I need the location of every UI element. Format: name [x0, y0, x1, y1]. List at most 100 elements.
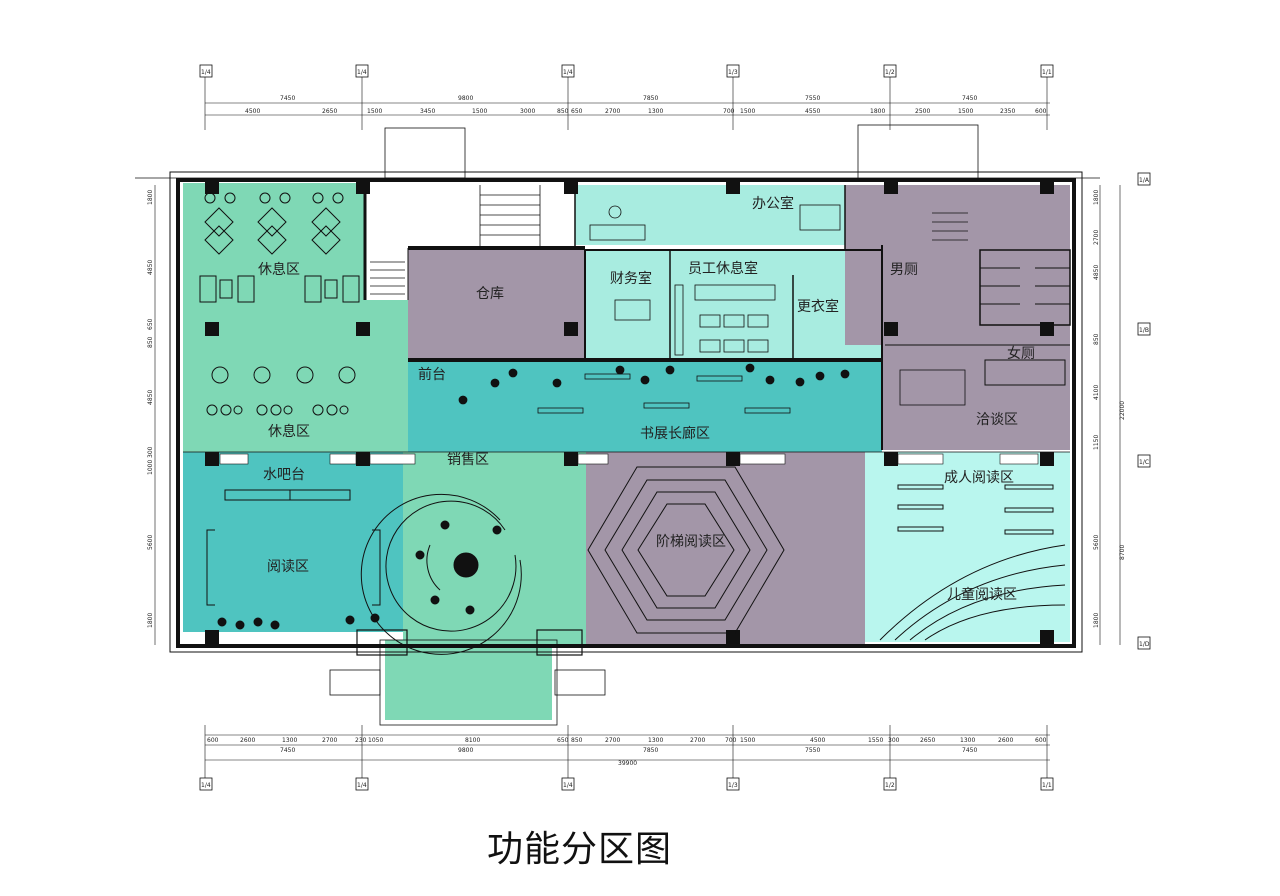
zones	[183, 183, 1070, 720]
axis-top-4: 1/3	[728, 69, 738, 76]
columns	[205, 180, 1054, 644]
dim-bottom-sub-5: 230	[355, 737, 367, 744]
label-office: 办公室	[752, 195, 794, 212]
axis-bottom-2: 1/4	[357, 782, 367, 789]
dim-bottom-sub-7: 8100	[465, 737, 480, 744]
dim-top-main-2: 9800	[458, 95, 473, 102]
zone-stair-reading	[586, 452, 865, 647]
axis-bottom-4: 1/3	[728, 782, 738, 789]
label-rest-bottom: 休息区	[268, 423, 310, 440]
zone-toilet-area	[845, 185, 1070, 345]
axis-top-2: 1/4	[357, 69, 367, 76]
axis-right-3: 1/C	[1139, 459, 1149, 466]
dim-bottom-sub-11: 1300	[648, 737, 663, 744]
dim-bottom-total: 39900	[618, 760, 637, 767]
zone-sales	[403, 452, 586, 647]
label-finance: 财务室	[610, 270, 652, 287]
zone-adult-child-reading	[865, 452, 1070, 642]
label-locker: 更衣室	[797, 298, 839, 315]
label-rest-top: 休息区	[258, 261, 300, 278]
dim-left-6: 300	[147, 446, 154, 458]
dim-top-sub-5: 1500	[472, 108, 487, 115]
axis-text: 1/4 1/4 1/4 1/3 1/2 1/1 1/4 1/4 1/4 1/3 …	[201, 69, 1150, 789]
label-adult-reading: 成人阅读区	[944, 469, 1014, 486]
reading-furniture	[206, 489, 381, 630]
dim-top-sub-9: 2700	[605, 108, 620, 115]
dim-left-3: 650	[147, 318, 154, 330]
dim-left-8: 5600	[147, 535, 154, 550]
axis-right-4: 1/D	[1139, 641, 1150, 648]
dim-left-5: 4850	[147, 390, 154, 405]
zone-labels: 休息区 休息区 仓库 财务室 员工休息室 办公室 更衣室 男厕 女厕 前台 书展…	[258, 195, 1035, 603]
rest-furniture	[199, 192, 360, 416]
dim-top-sub-2: 2650	[322, 108, 337, 115]
dim-left-9: 1800	[147, 613, 154, 628]
dim-bottom-main-1: 7450	[280, 747, 295, 754]
dim-top-sub-12: 1500	[740, 108, 755, 115]
dim-top-main-4: 7550	[805, 95, 820, 102]
label-negotiation: 洽谈区	[976, 412, 1018, 428]
dim-top-sub-16: 1500	[958, 108, 973, 115]
dim-top-sub-3: 1500	[367, 108, 382, 115]
axis-right-1: 1/A	[1139, 177, 1150, 184]
dim-bottom-sub-10: 2700	[605, 737, 620, 744]
zone-rest-top	[183, 183, 366, 318]
dim-right-4: 850	[1093, 333, 1100, 345]
dim-bottom-sub-19: 1300	[960, 737, 975, 744]
dim-left-7: 1000	[147, 460, 154, 475]
dim-right-total-2: 8700	[1119, 545, 1126, 560]
axis-top-5: 1/2	[885, 69, 895, 76]
label-womens: 女厕	[1007, 345, 1035, 362]
dim-top-sub-17: 2350	[1000, 108, 1015, 115]
dim-top-sub-13: 4550	[805, 108, 820, 115]
dim-left-2: 4850	[147, 260, 154, 275]
dim-bottom-main-2: 9800	[458, 747, 473, 754]
label-sales: 销售区	[447, 452, 489, 468]
zone-negotiation	[882, 345, 1070, 450]
dim-left-1: 1800	[147, 190, 154, 205]
axis-bottom-1: 1/4	[201, 782, 211, 789]
dim-bottom-sub-8: 650	[557, 737, 569, 744]
dim-top-sub-18: 600	[1035, 108, 1047, 115]
gallery-furniture	[458, 363, 850, 414]
zone-office	[575, 185, 845, 245]
label-mens: 男厕	[890, 262, 918, 278]
dim-right-3: 4850	[1093, 265, 1100, 280]
dim-bottom-sub-21: 600	[1035, 737, 1047, 744]
dim-top-sub-15: 2500	[915, 108, 930, 115]
label-reading: 阅读区	[267, 558, 309, 575]
dim-right-5: 4100	[1093, 385, 1100, 400]
label-reception: 前台	[418, 366, 446, 383]
dim-bottom-sub-4: 2700	[322, 737, 337, 744]
dim-right-2: 2700	[1093, 230, 1100, 245]
windows	[219, 453, 1039, 465]
dimension-lines	[154, 75, 1121, 780]
axis-right-2: 1/B	[1139, 327, 1149, 334]
dim-bottom-sub-9: 850	[571, 737, 583, 744]
page-title: 功能分区图	[487, 829, 673, 870]
dim-right-8: 1800	[1093, 613, 1100, 628]
zone-rest-bottom	[183, 300, 408, 455]
axis-top-6: 1/1	[1042, 69, 1052, 76]
office-furniture	[589, 204, 966, 406]
dim-bottom-sub-17: 300	[888, 737, 900, 744]
dim-top-main-5: 7450	[962, 95, 977, 102]
dim-bottom-sub-6: 1050	[368, 737, 383, 744]
label-water-bar: 水吧台	[263, 467, 305, 483]
dim-top-sub-6: 3000	[520, 108, 535, 115]
axis-top-1: 1/4	[201, 69, 211, 76]
axis-markers	[199, 64, 1151, 791]
label-warehouse: 仓库	[476, 286, 504, 302]
dim-bottom-sub-3: 1300	[282, 737, 297, 744]
dim-right-6: 1150	[1093, 435, 1100, 450]
dim-left-4: 850	[147, 336, 154, 348]
axis-bottom-6: 1/1	[1042, 782, 1052, 789]
label-stair-reading: 阶梯阅读区	[656, 533, 726, 550]
sales-display	[360, 493, 522, 655]
label-gallery: 书展长廊区	[640, 425, 710, 442]
dim-top-main-1: 7450	[280, 95, 295, 102]
dim-bottom-main-3: 7850	[643, 747, 658, 754]
dim-bottom-sub-2: 2600	[240, 737, 255, 744]
dim-top-sub-10: 1300	[648, 108, 663, 115]
